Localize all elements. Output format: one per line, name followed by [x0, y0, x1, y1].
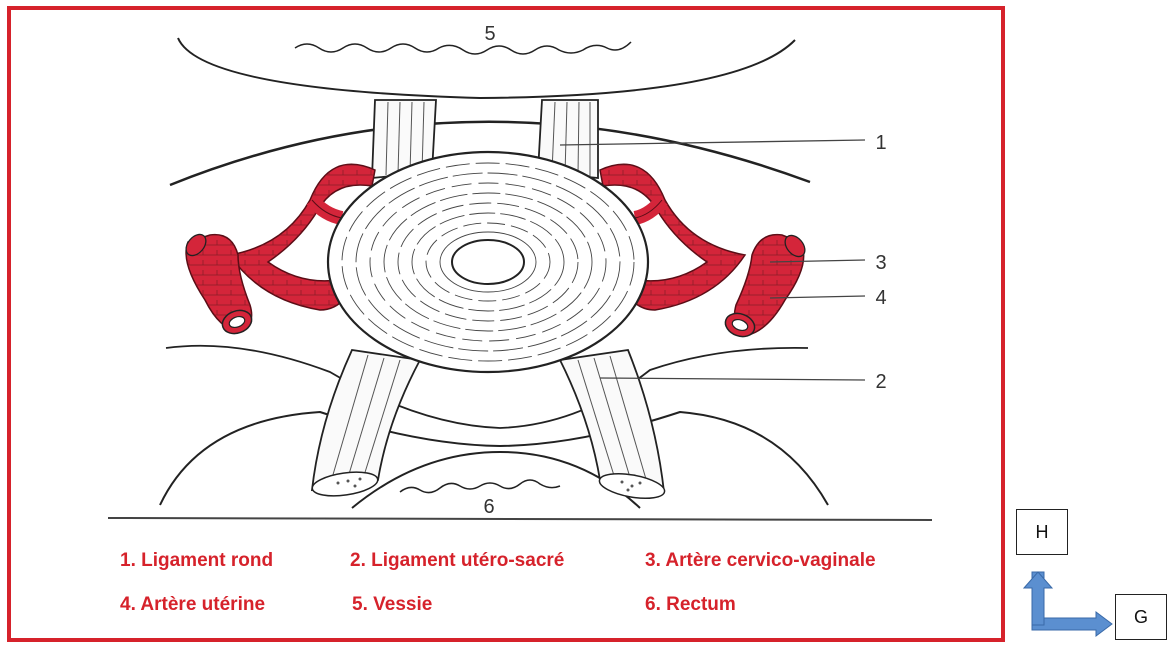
cervix — [328, 152, 648, 372]
legend-item-1: 1. Ligament rond — [120, 550, 273, 572]
uterosacral-ligament-left — [311, 350, 420, 499]
number-4: 4 — [875, 287, 886, 309]
number-6: 6 — [483, 496, 494, 518]
bladder — [178, 38, 795, 98]
number-3: 3 — [875, 252, 886, 274]
orientation-up-box: H — [1016, 509, 1068, 555]
legend-item-2: 2. Ligament utéro-sacré — [350, 550, 564, 572]
legend-item-5: 5. Vessie — [352, 594, 432, 616]
legend-item-4: 4. Artère utérine — [120, 594, 265, 616]
number-5: 5 — [484, 23, 495, 45]
baseline — [108, 518, 932, 520]
uterosacral-ligament-right — [560, 350, 666, 503]
legend-item-6: 6. Rectum — [645, 594, 736, 616]
legend-item-3: 3. Artère cervico-vaginale — [645, 550, 876, 572]
orientation-arrows-icon — [1024, 572, 1112, 636]
orientation-left-box: G — [1115, 594, 1167, 640]
number-2: 2 — [875, 371, 886, 393]
number-1: 1 — [875, 132, 886, 154]
